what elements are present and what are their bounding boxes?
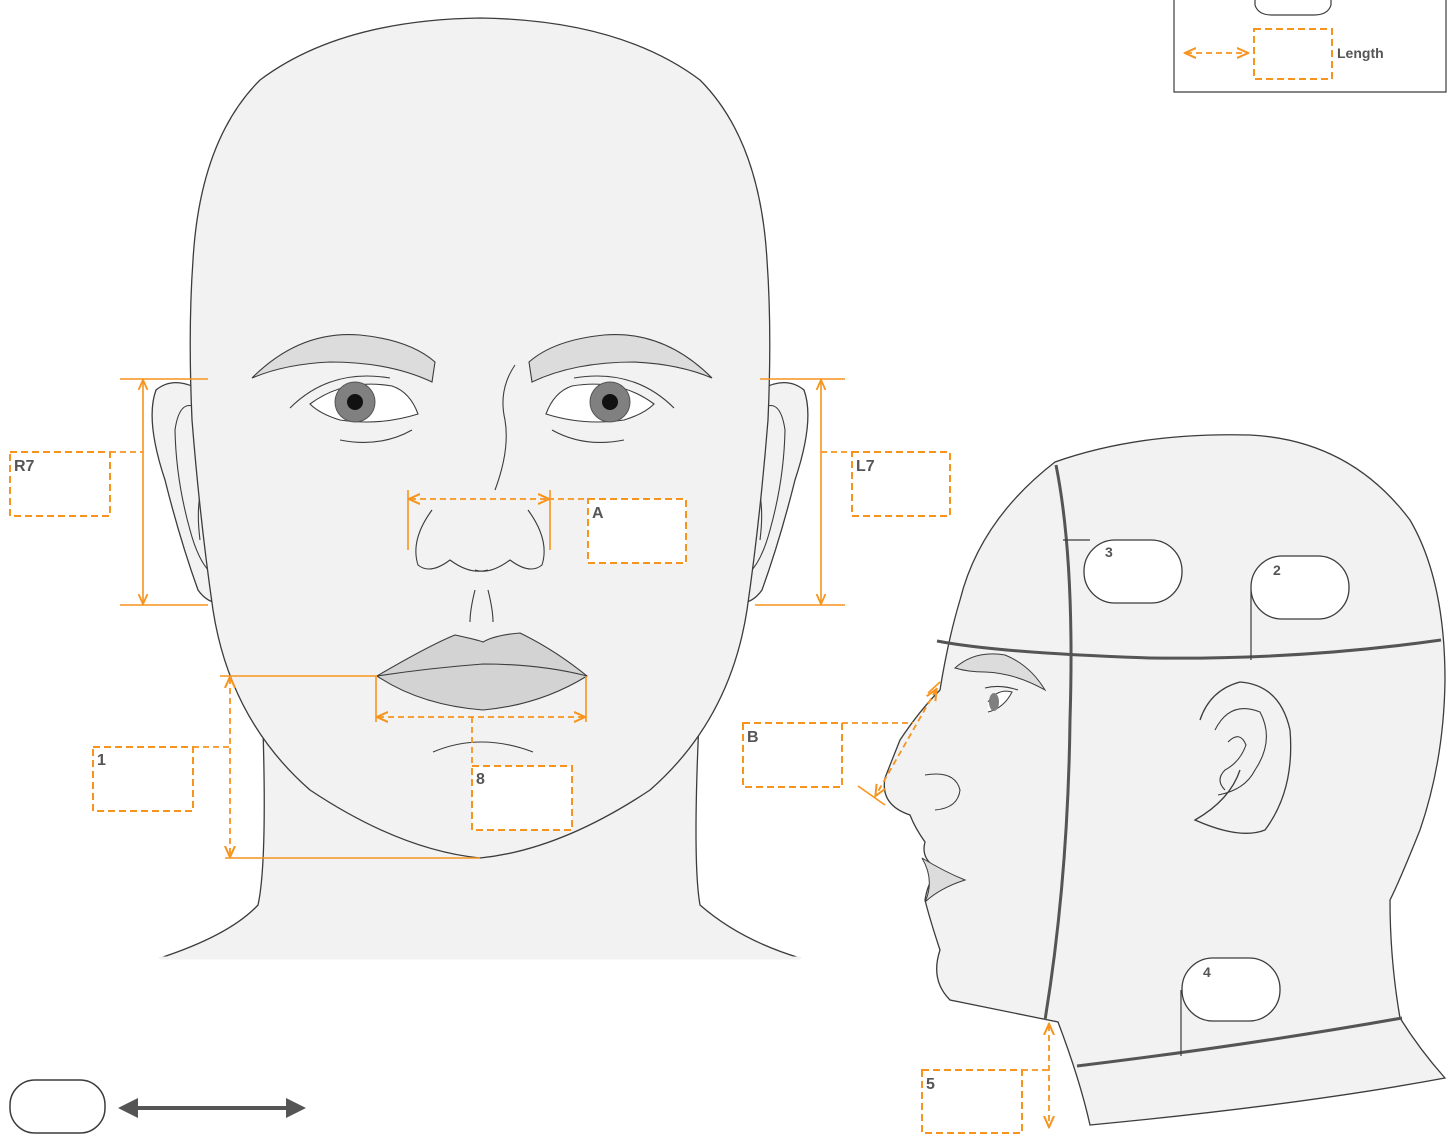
measure-box-8 (472, 766, 572, 830)
measure-label-5: 5 (926, 1076, 935, 1093)
measure-box-4 (1182, 958, 1280, 1021)
measure-label-L7: L7 (856, 458, 875, 475)
side-head: 3 2 4 (884, 435, 1445, 1125)
measure-box-3 (1084, 540, 1182, 603)
measure-label-1: 1 (97, 752, 106, 769)
rounded-box-icon (1255, 0, 1331, 15)
measure-label-R7: R7 (14, 458, 35, 475)
bottom-legend (10, 1080, 300, 1133)
measure-label-2: 2 (1273, 562, 1281, 578)
legend-length-label: Length (1337, 45, 1384, 61)
measure-label-A: A (592, 505, 604, 522)
legend: Length (1174, 0, 1446, 92)
measure-label-4: 4 (1203, 964, 1211, 980)
measure-label-8: 8 (476, 771, 485, 788)
measure-label-B: B (747, 729, 759, 746)
rounded-box-icon (10, 1080, 105, 1133)
measure-box-5 (922, 1070, 1022, 1133)
measure-label-3: 3 (1105, 544, 1113, 560)
measure-box-2 (1251, 556, 1349, 619)
measure-box-1 (93, 747, 193, 811)
